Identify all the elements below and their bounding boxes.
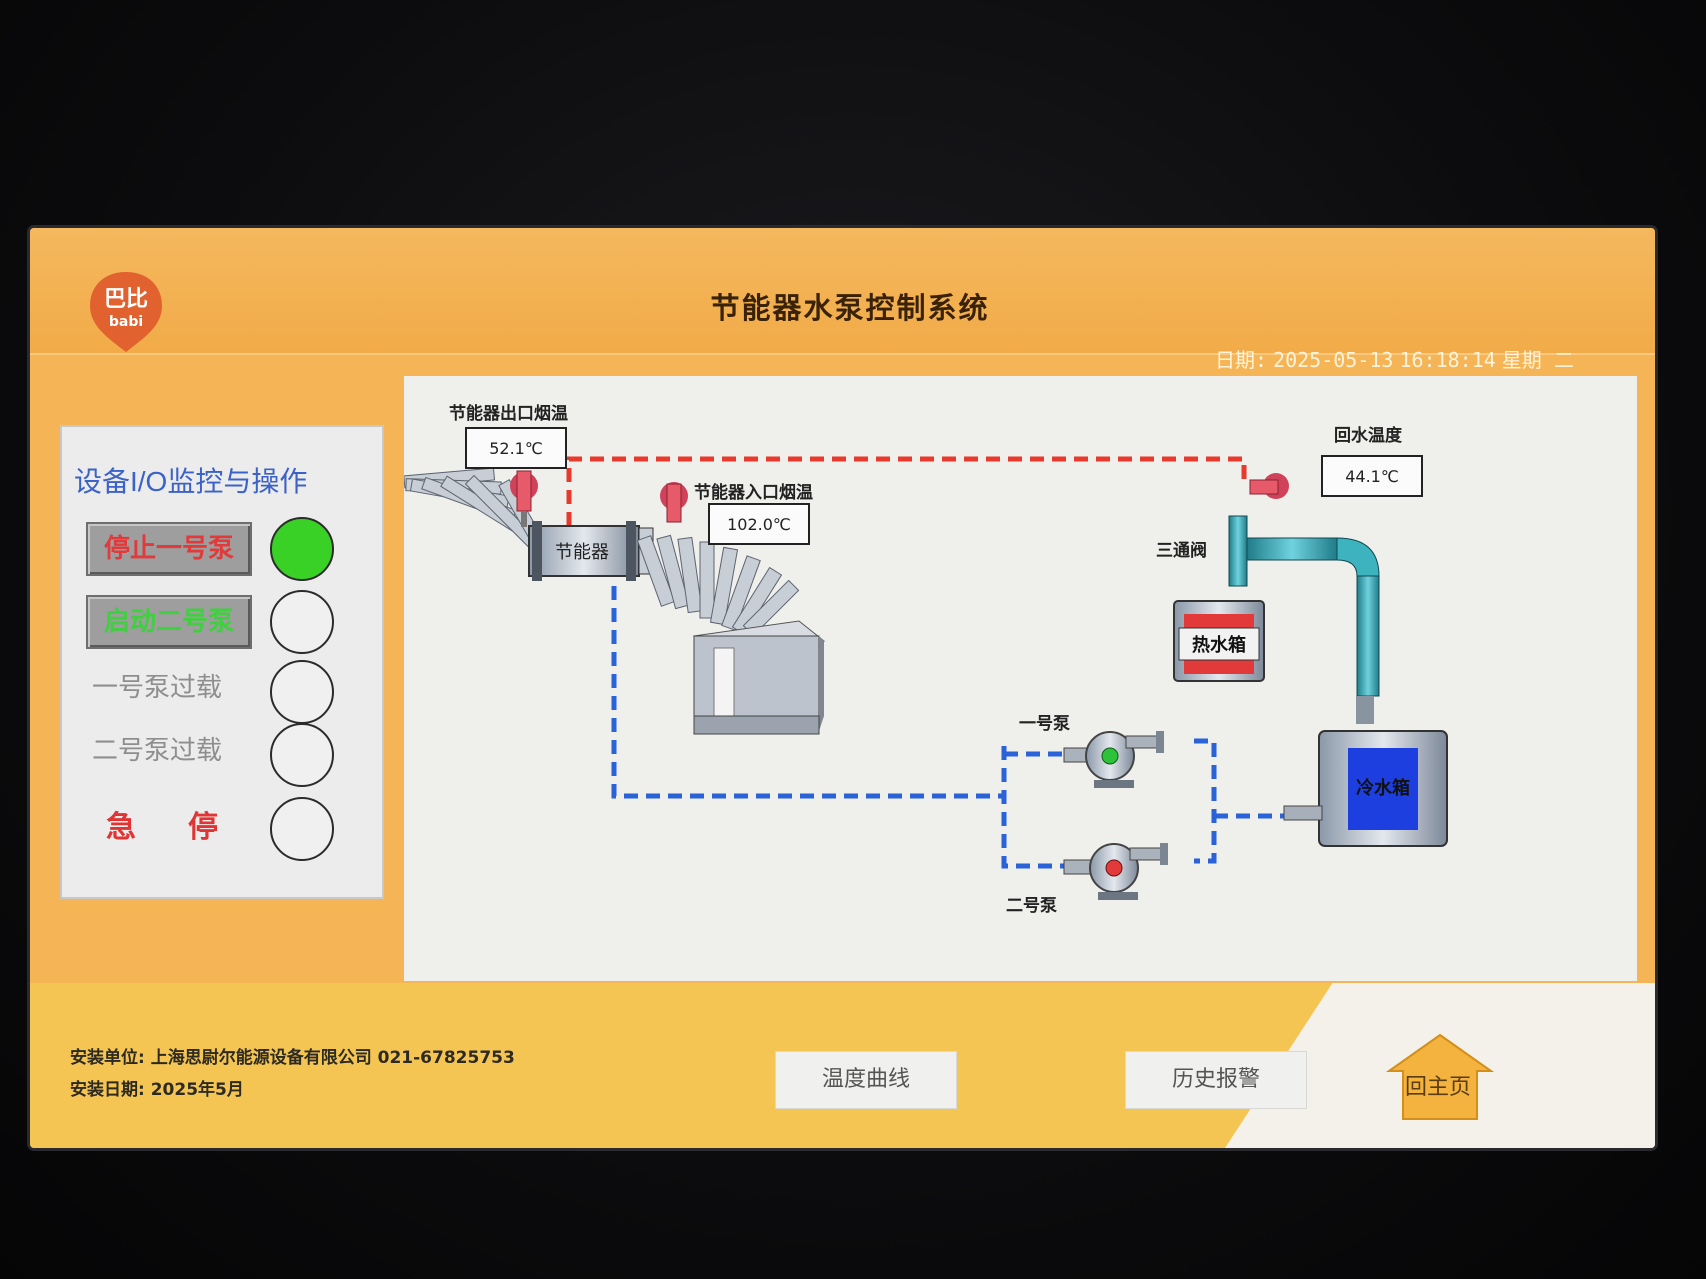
home-button[interactable]: 回主页 (1385, 1033, 1495, 1123)
estop-indicator (270, 797, 334, 861)
inlet-temp-value: 102.0℃ (727, 515, 791, 534)
pump2-overload-label: 二号泵过载 (92, 736, 223, 766)
weekday-value: 星期 二 (1501, 348, 1574, 372)
outlet-temp-label: 节能器出口烟温 (449, 403, 568, 424)
pump2-label: 二号泵 (1006, 896, 1057, 916)
brand-logo: 巴比 babi (90, 272, 162, 352)
return-temp-value: 44.1℃ (1345, 467, 1399, 486)
outlet-temp-value: 52.1℃ (489, 439, 543, 458)
outlet-temp-box (465, 427, 567, 469)
boiler-unit (692, 620, 826, 735)
economizer-unit: 节能器 (528, 521, 654, 581)
logo-text-main: 巴比 (104, 287, 148, 312)
pump2-running-indicator (270, 590, 334, 654)
pump2-overload-indicator (270, 723, 334, 787)
inlet-temp-sensor-icon (660, 482, 688, 523)
hot-tank-label: 热水箱 (1192, 634, 1246, 656)
start-pump2-button[interactable]: 启动二号泵 (86, 595, 252, 649)
pump-outlet-line (1194, 738, 1217, 864)
time-value: 16:18:14 (1399, 348, 1496, 372)
page-title: 节能器水泵控制系统 (710, 291, 990, 325)
outlet-temp-sensor-icon (510, 470, 538, 527)
three-way-valve-label: 三通阀 (1156, 540, 1207, 561)
return-temp-box (1321, 455, 1423, 497)
home-button-label: 回主页 (1405, 1075, 1472, 1100)
return-temp-label: 回水温度 (1334, 425, 1403, 446)
logo-text-sub: babi (109, 314, 143, 330)
cold-tank-label: 冷水箱 (1356, 777, 1410, 799)
inlet-temp-box (708, 503, 810, 545)
io-panel: 设备I/O监控与操作 停止一号泵 启动二号泵 一号泵过载 二号泵过载 急停 (60, 425, 384, 899)
process-diagram-svg: 节能器 (404, 403, 1448, 916)
cold-water-line (611, 586, 1004, 799)
return-temp-sensor-icon (1249, 473, 1289, 499)
install-date-text: 安装日期: 2025年5月 (70, 1080, 244, 1100)
pump1-overload-indicator (270, 660, 334, 724)
pump1-icon[interactable] (1063, 731, 1164, 788)
three-way-valve (1228, 515, 1380, 697)
pump1-running-indicator (270, 517, 334, 581)
cold-water-tank: 冷水箱 (1283, 696, 1448, 847)
pump-loop-line (1001, 746, 1064, 869)
process-diagram: 节能器 (404, 376, 1637, 981)
hot-water-tank: 热水箱 (1173, 600, 1265, 682)
pump1-overload-label: 一号泵过载 (92, 673, 223, 703)
temp-curve-button[interactable]: 温度曲线 (775, 1051, 957, 1109)
install-unit-text: 安装单位: 上海思尉尔能源设备有限公司 021-67825753 (70, 1048, 515, 1068)
history-alarm-button[interactable]: 历史报警 (1125, 1051, 1307, 1109)
pump2-icon[interactable] (1063, 843, 1168, 900)
home-icon (1385, 1033, 1495, 1120)
pump1-label: 一号泵 (1019, 714, 1070, 734)
stop-pump1-button[interactable]: 停止一号泵 (86, 522, 252, 576)
hot-water-line (566, 456, 1247, 526)
inlet-temp-label: 节能器入口烟温 (694, 482, 813, 503)
economizer-label: 节能器 (555, 542, 609, 563)
outlet-flue-duct (636, 534, 800, 637)
date-value: 2025-05-13 (1273, 348, 1394, 372)
date-label: 日期: (1215, 348, 1268, 372)
io-panel-title: 设备I/O监控与操作 (74, 466, 308, 497)
estop-label: 急停 (106, 810, 270, 845)
